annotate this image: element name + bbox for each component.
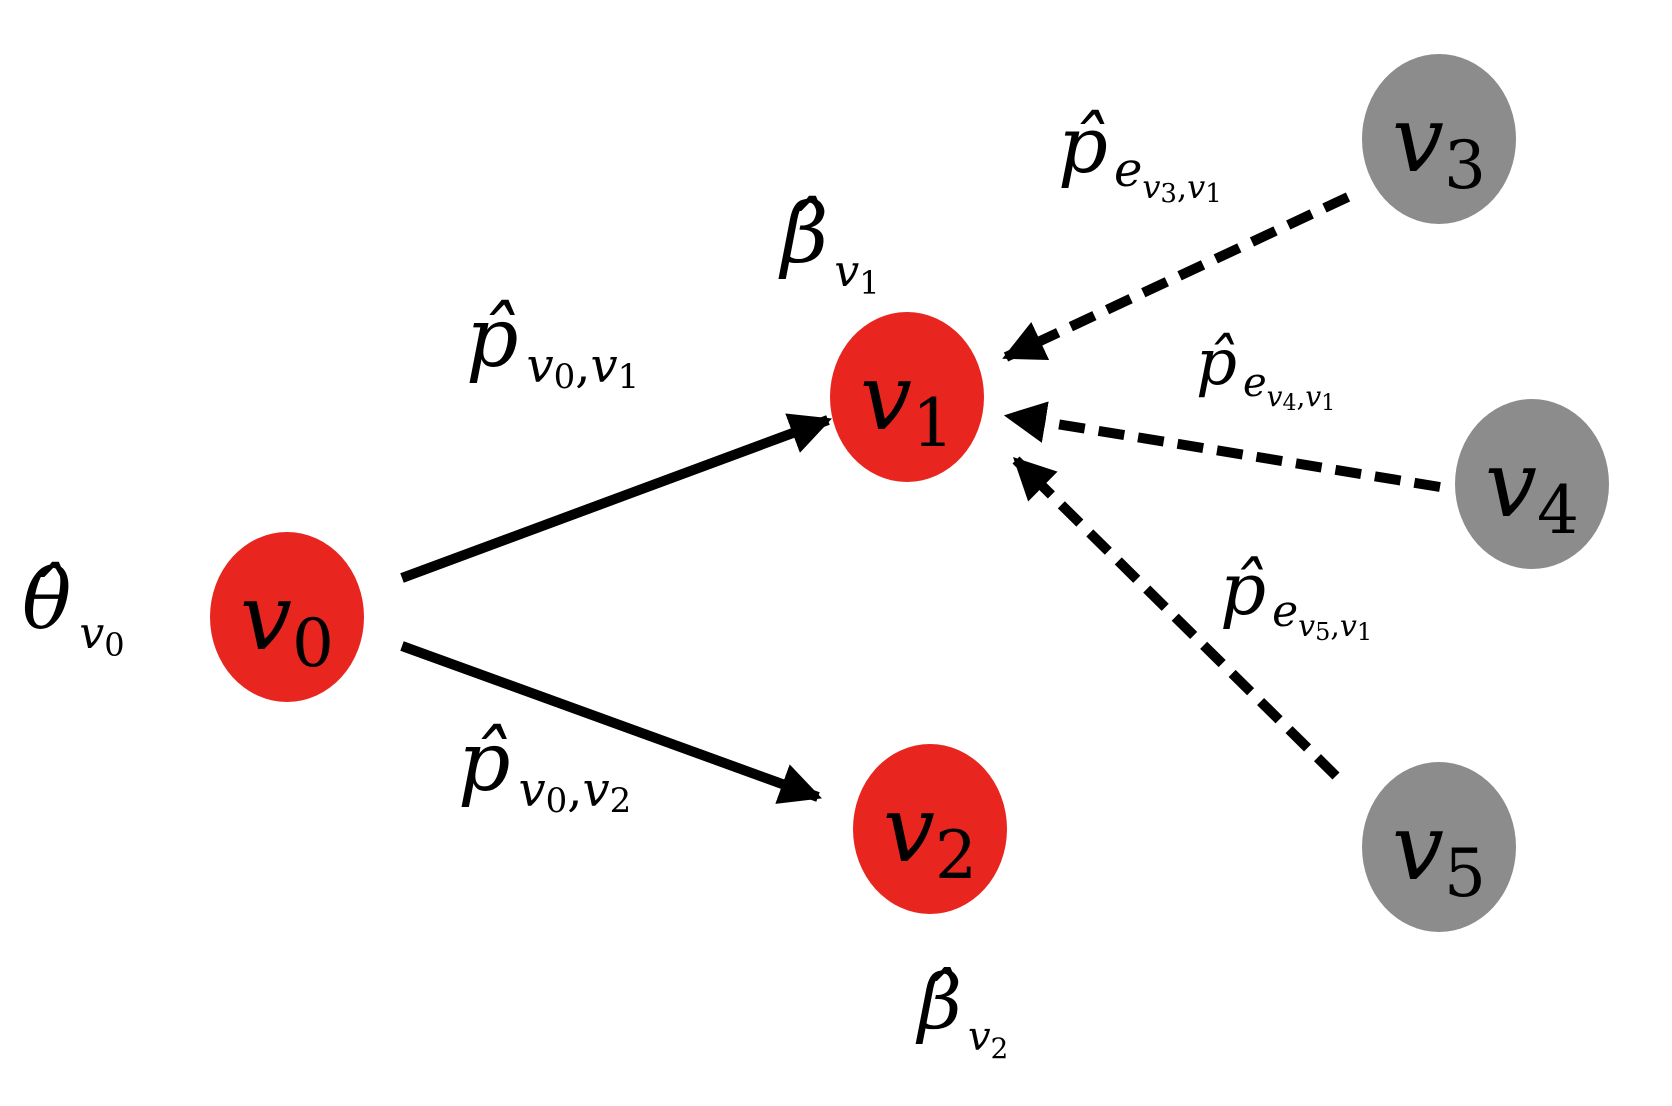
label-p-v0-v2-symbol: p̂ <box>458 715 511 810</box>
node-v4: v4 <box>1455 399 1609 569</box>
node-v4-subscript: 4 <box>1537 472 1579 549</box>
label-p-v0-v2-sub1sub: 0 <box>546 781 568 821</box>
edge-v0-v1 <box>400 413 832 583</box>
nodes: v0 v1 v2 v3 v4 <box>210 54 1609 932</box>
label-p-v0-v1-sep: , <box>575 338 590 394</box>
node-v3-circle <box>1362 54 1516 224</box>
node-v0-subscript: 0 <box>292 605 334 682</box>
node-v1-circle <box>830 312 984 482</box>
label-p-e-v3-v1-inner1: v <box>1142 168 1160 206</box>
node-v0-label: v <box>240 564 292 671</box>
edges <box>400 192 1441 804</box>
svg-text:v1: v1 <box>860 344 954 462</box>
label-p-e-v3-v1-symbol: p̂ <box>1058 101 1108 191</box>
node-v5: v5 <box>1362 762 1516 932</box>
label-p-e-v4-v1-sep: , <box>1296 380 1305 413</box>
label-p-e-v3-v1-inner2sub: 1 <box>1205 179 1222 209</box>
svg-text:v0: v0 <box>240 564 334 682</box>
label-p-e-v5-v1: p̂ev5,v1 <box>1220 547 1372 646</box>
label-theta-v0-subsub: 0 <box>104 626 124 664</box>
edge-v5-v1 <box>1012 456 1340 780</box>
label-theta-v0-symbol: θ̂ <box>22 553 71 648</box>
label-p-e-v5-v1-sep: , <box>1330 609 1340 644</box>
svg-text:v5: v5 <box>1392 794 1486 912</box>
svg-text:v4: v4 <box>1485 431 1579 549</box>
node-v2-subscript: 2 <box>935 817 977 894</box>
label-p-e-v4-v1-sub: e <box>1243 360 1267 406</box>
label-beta-v2-symbol: β̂ <box>915 957 962 1046</box>
label-p-e-v3-v1-sep: , <box>1177 168 1187 206</box>
label-p-v0-v2-sub2: v <box>583 762 610 818</box>
math-labels: θ̂v0 β̂v1 β̂v2 p̂v0,v1 p̂v0,v2 p̂ev3,v1 … <box>22 101 1372 1065</box>
label-p-e-v4-v1-inner1sub: 4 <box>1282 391 1296 416</box>
label-p-e-v4-v1-inner2: v <box>1305 380 1321 413</box>
label-beta-v1: β̂v1 <box>778 187 880 302</box>
node-v3: v3 <box>1362 54 1516 224</box>
node-v1-subscript: 1 <box>912 385 954 462</box>
label-p-v0-v2-sep: , <box>567 762 582 818</box>
label-p-e-v3-v1-sub: e <box>1114 142 1142 198</box>
label-p-v0-v1-symbol: p̂ <box>466 291 519 386</box>
label-p-e-v5-v1-inner1: v <box>1298 609 1315 644</box>
label-p-e-v5-v1-inner2sub: 1 <box>1357 618 1372 646</box>
label-beta-v2-sub: v <box>968 1014 991 1060</box>
svg-text:v2: v2 <box>883 776 977 894</box>
label-p-e-v4-v1-symbol: p̂ <box>1196 326 1237 400</box>
label-p-v0-v1-sub2: v <box>591 338 618 394</box>
label-p-e-v5-v1-sub: e <box>1272 586 1298 637</box>
node-v1: v1 <box>830 312 984 482</box>
label-beta-v2: β̂v2 <box>915 957 1008 1065</box>
edge-v3-v1 <box>1002 192 1351 362</box>
node-v5-label: v <box>1392 794 1444 901</box>
label-p-e-v3-v1: p̂ev3,v1 <box>1058 101 1222 209</box>
label-p-e-v5-v1-symbol: p̂ <box>1220 547 1266 631</box>
node-v2: v2 <box>853 744 1007 914</box>
node-v3-label: v <box>1392 86 1444 193</box>
label-p-e-v5-v1-inner1sub: 5 <box>1315 618 1330 646</box>
label-p-e-v5-v1-inner2: v <box>1340 609 1357 644</box>
label-p-e-v4-v1-inner2sub: 1 <box>1321 391 1335 416</box>
label-p-v0-v2-sub2sub: 2 <box>610 781 632 821</box>
node-v2-circle <box>853 744 1007 914</box>
label-p-e-v4-v1: p̂ev4,v1 <box>1196 326 1335 416</box>
node-v4-label: v <box>1485 431 1537 538</box>
label-theta-v0: θ̂v0 <box>22 553 125 664</box>
label-p-v0-v2: p̂v0,v2 <box>458 715 631 821</box>
node-v3-subscript: 3 <box>1444 127 1486 204</box>
label-beta-v2-subsub: 2 <box>991 1032 1009 1065</box>
label-p-v0-v1-sub2sub: 1 <box>618 357 640 397</box>
label-theta-v0-sub: v <box>79 608 104 659</box>
node-v0-circle <box>210 532 364 702</box>
node-v5-subscript: 5 <box>1444 835 1486 912</box>
node-v1-label: v <box>860 344 912 451</box>
label-beta-v1-subsub: 1 <box>859 264 879 302</box>
node-v2-label: v <box>883 776 935 883</box>
node-v4-circle <box>1455 399 1609 569</box>
label-beta-v1-sub: v <box>834 246 859 297</box>
label-p-v0-v1: p̂v0,v1 <box>466 291 639 397</box>
edge-v4-v1 <box>1003 401 1441 492</box>
label-beta-v1-symbol: β̂ <box>778 187 828 282</box>
node-v5-circle <box>1362 762 1516 932</box>
edge-v0-v2 <box>400 641 822 804</box>
label-p-v0-v2-sub1: v <box>519 762 546 818</box>
node-v0: v0 <box>210 532 364 702</box>
label-p-e-v3-v1-inner1sub: 3 <box>1160 179 1177 209</box>
label-p-v0-v1-sub1: v <box>527 338 554 394</box>
label-p-v0-v1-sub1sub: 0 <box>554 357 576 397</box>
label-p-e-v3-v1-inner2: v <box>1187 168 1205 206</box>
label-p-e-v4-v1-inner1: v <box>1267 380 1283 413</box>
svg-text:v3: v3 <box>1392 86 1486 204</box>
